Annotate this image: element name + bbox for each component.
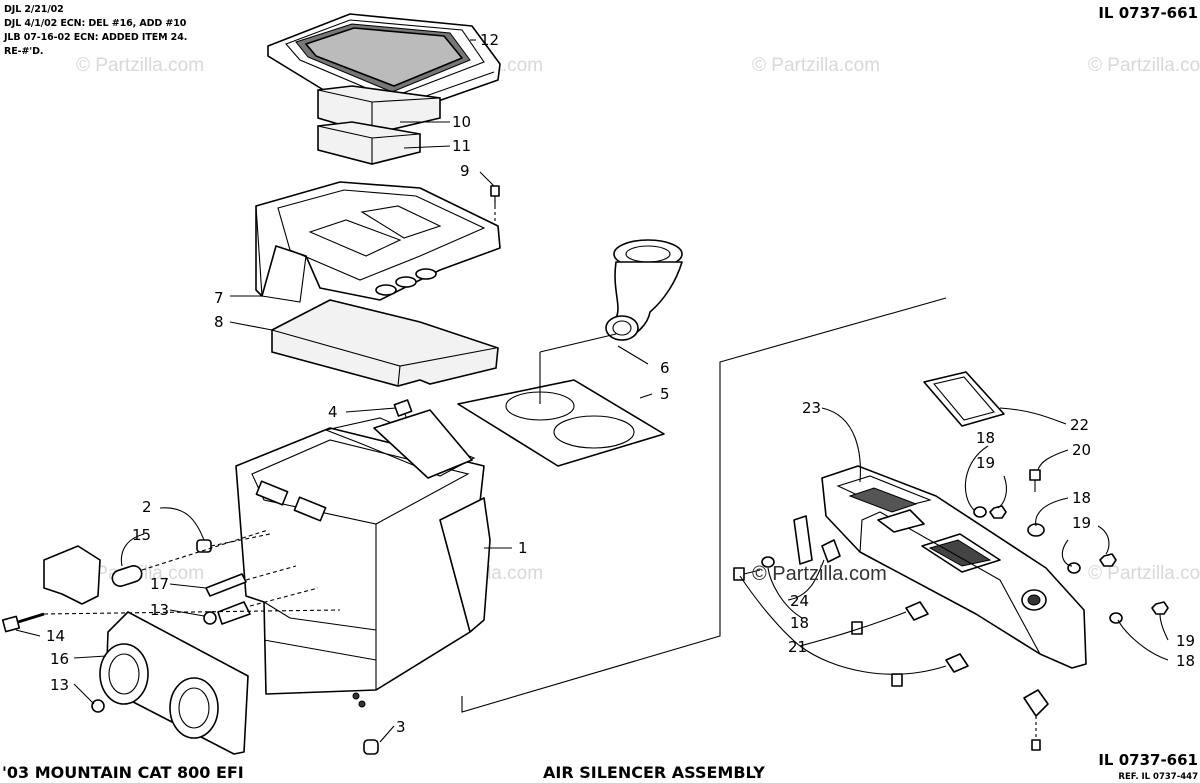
part-24-strap	[793, 515, 841, 565]
callout-24: 24	[790, 592, 809, 610]
part-1-lower-housing	[235, 409, 491, 708]
callout-22: 22	[1070, 416, 1089, 434]
callout-18: 18	[1176, 652, 1195, 670]
part-7-upper-housing	[255, 181, 501, 303]
part-18-washer-a	[973, 506, 987, 518]
part-16-outlet-adapter	[91, 611, 249, 755]
callout-8: 8	[214, 313, 224, 331]
part-19-nut-a	[989, 505, 1007, 519]
callout-7: 7	[214, 289, 224, 307]
part-6-elbow-boot	[605, 239, 683, 341]
part-20-bolt	[1029, 469, 1041, 492]
revision-note-3: JLB 07-16-02 ECN: ADDED ITEM 24.	[4, 32, 188, 43]
callout-12: 12	[480, 31, 499, 49]
part-18-washer-c	[1067, 562, 1081, 574]
reference-id: REF. IL 0737-447	[1118, 772, 1198, 782]
callout-18: 18	[790, 614, 809, 632]
callout-10: 10	[452, 113, 471, 131]
callout-21: 21	[788, 638, 807, 656]
callout-19: 19	[1072, 514, 1091, 532]
part-19-nut-b	[1099, 553, 1117, 567]
part-11-filter-pad	[317, 121, 421, 165]
part-3-foot	[363, 739, 379, 755]
part-13-sensor	[203, 587, 319, 625]
revision-note-2: DJL 4/1/02 ECN: DEL #16, ADD #10	[4, 18, 187, 29]
watermark: © Partzilla.com	[1088, 55, 1200, 76]
callout-20: 20	[1072, 441, 1091, 459]
part-14-long-bolt	[1, 609, 341, 633]
part-18-washer-e	[1109, 612, 1123, 624]
callout-5: 5	[660, 385, 670, 403]
part-22-gasket	[923, 371, 1005, 427]
callout-16: 16	[50, 650, 69, 668]
revision-note-4: RE-#'D.	[4, 46, 44, 57]
part-12-cover	[267, 13, 501, 119]
callout-15: 15	[132, 526, 151, 544]
callout-13: 13	[50, 676, 69, 694]
watermark: © Partzilla.com	[1088, 563, 1200, 584]
leader-lines	[15, 39, 1169, 743]
callout-18: 18	[1072, 489, 1091, 507]
watermark: © Partzilla.com	[76, 55, 205, 76]
revision-note-1: DJL 2/21/02	[4, 4, 64, 15]
part-15-spacer	[111, 529, 269, 587]
part-5-gasket-plate	[457, 333, 665, 467]
callout-13: 13	[150, 601, 169, 619]
callout-3: 3	[396, 718, 406, 736]
watermark: © Partzilla.com	[752, 55, 881, 76]
part-8-foam-pad	[271, 299, 499, 387]
assembly-guide-line	[461, 297, 947, 713]
callout-labels: 12 10 11 9 7 8 6 5 4 2 15 1 17 13 14 16 …	[46, 31, 1195, 736]
bracket	[43, 545, 101, 605]
callout-14: 14	[46, 627, 65, 645]
watermark-center: © Partzilla.com	[752, 563, 887, 585]
illustration-id-top: IL 0737-661	[1098, 4, 1198, 22]
illustration-id-bottom: IL 0737-661	[1098, 751, 1198, 769]
mount-bracket	[1023, 689, 1049, 751]
part-21-bolt-b	[851, 601, 929, 635]
assembly-caption: AIR SILENCER ASSEMBLY	[543, 763, 765, 782]
part-19-nut-c	[1151, 601, 1169, 615]
callout-11: 11	[452, 137, 471, 155]
callout-19: 19	[976, 454, 995, 472]
callout-23: 23	[802, 399, 821, 417]
part-23-silencer-body	[821, 465, 1087, 669]
callout-18: 18	[976, 429, 995, 447]
callout-19: 19	[1176, 632, 1195, 650]
callout-1: 1	[518, 539, 528, 557]
callout-17: 17	[150, 575, 169, 593]
part-18-washer-d	[761, 556, 775, 568]
callout-9: 9	[460, 162, 470, 180]
callout-6: 6	[660, 359, 670, 377]
part-17-clip	[205, 565, 297, 597]
callout-4: 4	[328, 403, 338, 421]
part-21-bolt-a	[733, 567, 761, 581]
model-caption: '03 MOUNTAIN CAT 800 EFI	[2, 763, 244, 782]
callout-2: 2	[142, 498, 152, 516]
